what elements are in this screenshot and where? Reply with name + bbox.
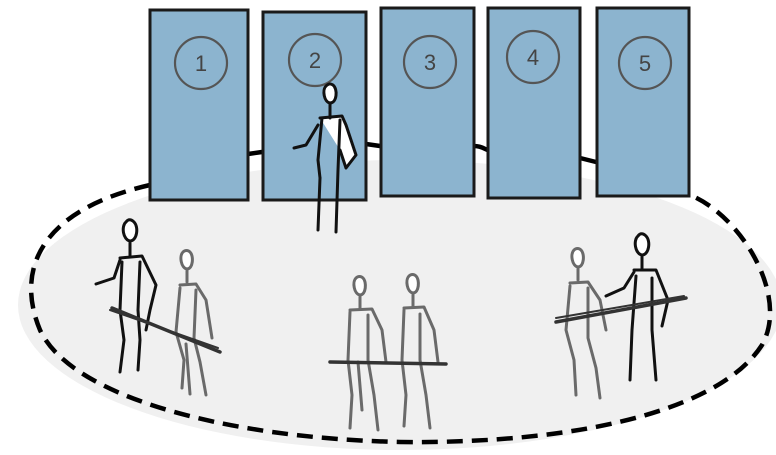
door-2[interactable]: 2 (263, 12, 366, 200)
door-1[interactable]: 1 (150, 10, 248, 200)
door-number-5: 5 (639, 51, 651, 76)
door-number-4: 4 (527, 45, 539, 70)
door-number-2: 2 (309, 48, 321, 73)
door-3[interactable]: 3 (381, 8, 474, 196)
door-number-3: 3 (424, 50, 436, 75)
doors: 1 2 3 4 5 (150, 8, 689, 200)
door-number-1: 1 (195, 51, 207, 76)
door-5[interactable]: 5 (597, 8, 689, 196)
barrier-bar-icon (330, 362, 446, 364)
door-4[interactable]: 4 (488, 8, 580, 198)
